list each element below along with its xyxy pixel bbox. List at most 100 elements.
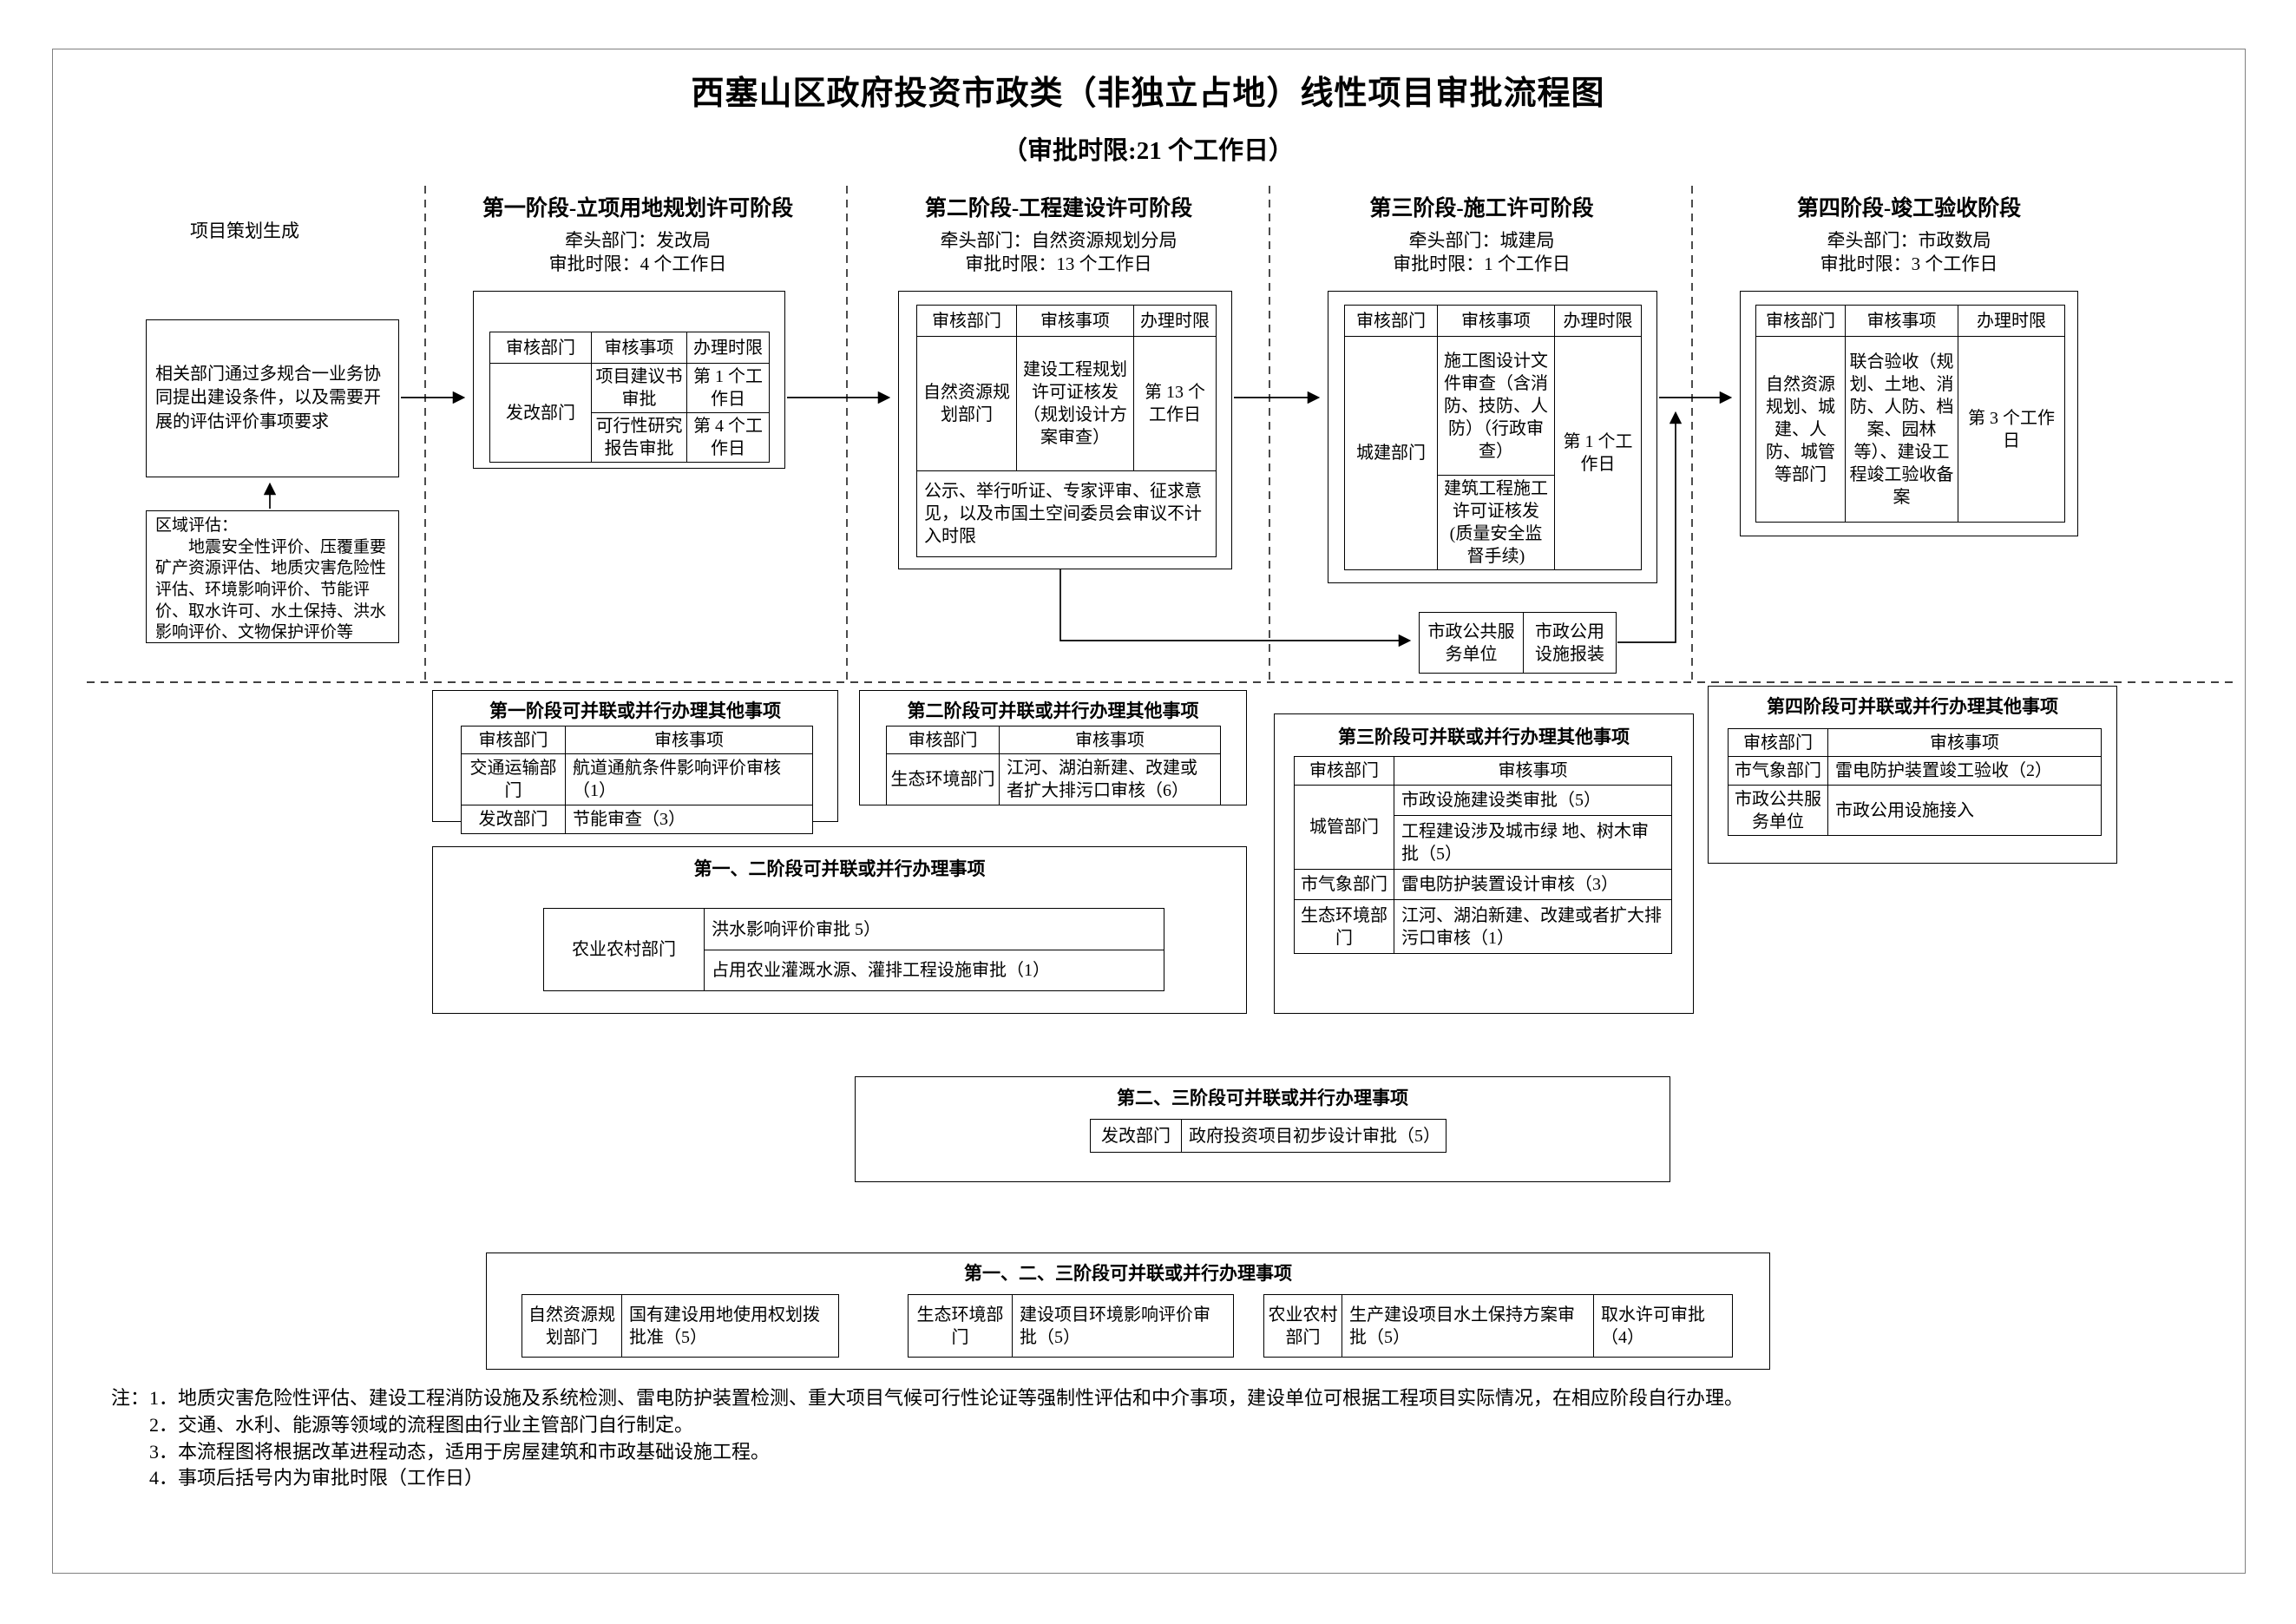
stage2-cell-item: 建设工程规划许可证核发（规划设计方案审查）	[1016, 336, 1134, 471]
p12-cell-item-2: 占用农业灌溉水源、灌排工程设施审批（1）	[704, 950, 1164, 991]
stage4-box: 审核部门 审核事项 办理时限 自然资源规划、城建、人防、城管等部门 联合验收（规…	[1740, 291, 2078, 536]
stage1-header: 第一阶段-立项用地规划许可阶段 牵头部门：发改局 审批时限：4 个工作日	[430, 196, 846, 276]
p12-cell-item-1: 洪水影响评价审批 5）	[704, 908, 1164, 950]
municipal-service-table: 市政公共服务单位 市政公用设施报装	[1419, 612, 1617, 674]
notes-section: 注： 1．地质灾害危险性评估、建设工程消防设施及系统检测、雷电防护装置检测、重大…	[111, 1385, 2168, 1492]
p4-cell-dept-1: 市气象部门	[1728, 756, 1828, 786]
p4-th-item: 审核事项	[1827, 728, 2102, 757]
stage3-box: 审核部门 审核事项 办理时限 城建部门 施工图设计文件审查（含消防、技防、人防）…	[1328, 291, 1657, 583]
municipal-service-box: 市政公共服务单位 市政公用设施报装	[1419, 612, 1617, 674]
stage2-time-limit: 审批时限：13 个工作日	[965, 253, 1152, 274]
p123-cell-dept-2: 生态环境部门	[908, 1294, 1013, 1358]
stage1-title: 第一阶段-立项用地规划许可阶段	[482, 197, 794, 220]
parallel-stage2-title: 第二阶段可并联或并行办理其他事项	[907, 700, 1199, 721]
page-border	[52, 49, 2246, 1574]
p123-cell-item-3a: 生产建设项目水土保持方案审批（5）	[1342, 1294, 1594, 1358]
p1-th-dept: 审核部门	[461, 726, 566, 754]
p123-cell-dept-3: 农业农村部门	[1263, 1294, 1342, 1358]
planning-proposal-text: 相关部门通过多规合一业务协同提出建设条件，以及需要开展的评估评价事项要求	[155, 364, 381, 431]
p2-cell-dept-1: 生态环境部门	[886, 753, 1000, 805]
regional-evaluation-text: 区域评估： 地震安全性评价、压覆重要矿产资源评估、地质灾害危险性评估、环境影响评…	[155, 516, 387, 642]
municipal-service-unit: 市政公共服务单位	[1419, 612, 1524, 674]
p23-cell-item: 政府投资项目初步设计审批（5）	[1181, 1119, 1446, 1153]
arrow-stage2-to-service-box	[1059, 569, 1412, 648]
parallel-stage12-box: 第一、二阶段可并联或并行办理事项 农业农村部门 洪水影响评价审批 5） 占用农业…	[432, 846, 1247, 1014]
stage2-header: 第二阶段-工程建设许可阶段 牵头部门：自然资源规划分局 审批时限：13 个工作日	[855, 196, 1263, 276]
stage3-time-limit: 审批时限：1 个工作日	[1393, 253, 1571, 274]
stage1-cell-dept: 发改部门	[489, 363, 592, 463]
p1-cell-dept-2: 发改部门	[461, 805, 566, 834]
stage3-cell-time: 第 1 个工作日	[1554, 336, 1642, 570]
p2-cell-item-1: 江河、湖泊新建、改建或者扩大排污口审核（6）	[999, 753, 1221, 805]
parallel-stage23-table: 发改部门 政府投资项目初步设计审批（5）	[1090, 1119, 1446, 1153]
stage4-cell-item: 联合验收（规划、土地、消防、人防、档案、园林等）、建设工程竣工验收备案	[1845, 336, 1958, 523]
p3-cell-dept-chengguan: 城管部门	[1294, 785, 1394, 870]
p3-th-item: 审核事项	[1394, 756, 1672, 786]
stage3-header: 第三阶段-施工许可阶段 牵头部门：城建局 审批时限：1 个工作日	[1276, 196, 1688, 276]
parallel-stage23-box: 第二、三阶段可并联或并行办理事项 发改部门 政府投资项目初步设计审批（5）	[855, 1076, 1670, 1182]
p123-table-3: 农业农村部门 生产建设项目水土保持方案审批（5） 取水许可审批（4）	[1263, 1294, 1733, 1358]
p1-cell-item-2: 节能审查（3）	[565, 805, 813, 834]
arrow-service-box-to-flow	[1617, 411, 1683, 643]
p4-cell-item-2: 市政公用设施接入	[1827, 785, 2102, 836]
stage1-th-time: 办理时限	[686, 332, 770, 364]
stage3-cell-item-2: 建筑工程施工许可证核发(质量安全监督手续)	[1437, 475, 1555, 570]
p1-cell-dept-1: 交通运输部门	[461, 753, 566, 805]
stage4-header: 第四阶段-竣工验收阶段 牵头部门：市政数局 审批时限：3 个工作日	[1701, 196, 2117, 276]
p3-cell-dept-shengtai: 生态环境部门	[1294, 899, 1394, 954]
stage2-th-dept: 审核部门	[916, 305, 1017, 337]
stage4-th-time: 办理时限	[1958, 305, 2065, 337]
stage3-th-item: 审核事项	[1437, 305, 1555, 337]
parallel-stage12-table: 农业农村部门 洪水影响评价审批 5） 占用农业灌溉水源、灌排工程设施审批（1）	[543, 908, 1164, 991]
note-2: 2．交通、水利、能源等领域的流程图由行业主管部门自行制定。	[149, 1413, 694, 1436]
stage4-th-dept: 审核部门	[1755, 305, 1846, 337]
stage3-lead-dept: 牵头部门：城建局	[1408, 230, 1555, 251]
municipal-service-item: 市政公用设施报装	[1523, 612, 1617, 674]
p1-th-item: 审核事项	[565, 726, 813, 754]
parallel-stage1-box: 第一阶段可并联或并行办理其他事项 审核部门 审核事项 交通运输部门 航道通航条件…	[432, 690, 838, 834]
note-3: 3．本流程图将根据改革进程动态，适用于房屋建筑和市政基础设施工程。	[149, 1440, 771, 1463]
stage4-title: 第四阶段-竣工验收阶段	[1796, 197, 2022, 220]
p3-cell-dept-qixiang: 市气象部门	[1294, 869, 1394, 900]
p123-cell-dept-1: 自然资源规划部门	[522, 1294, 622, 1358]
p123-cell-item-2: 建设项目环境影响评价审批（5）	[1012, 1294, 1234, 1358]
p4-cell-dept-2: 市政公共服务单位	[1728, 785, 1828, 836]
parallel-stage4-title: 第四阶段可并联或并行办理其他事项	[1767, 696, 2058, 717]
p12-cell-dept: 农业农村部门	[543, 908, 705, 991]
p123-cell-item-1: 国有建设用地使用权划拨批准（5）	[621, 1294, 839, 1358]
parallel-stage3-table: 审核部门 审核事项 城管部门 市政设施建设类审批（5） 工程建设涉及城市绿 地、…	[1294, 756, 1672, 954]
stage4-cell-time: 第 3 个工作日	[1958, 336, 2065, 523]
stage4-cell-dept: 自然资源规划、城建、人防、城管等部门	[1755, 336, 1846, 523]
p123-cell-item-3b: 取水许可审批（4）	[1593, 1294, 1733, 1358]
p3-cell-item-3: 雷电防护装置设计审核（3）	[1394, 869, 1672, 900]
parallel-stage23-title: 第二、三阶段可并联或并行办理事项	[1117, 1088, 1408, 1108]
parallel-stage4-box: 第四阶段可并联或并行办理其他事项 审核部门 审核事项 市气象部门 雷电防护装置竣…	[1708, 686, 2117, 864]
p4-th-dept: 审核部门	[1728, 728, 1828, 757]
stage3-th-dept: 审核部门	[1344, 305, 1438, 337]
page-title: 西塞山区政府投资市政类（非独立占地）线性项目审批流程图	[691, 76, 1605, 112]
stage2-note: 公示、举行听证、专家评审、征求意见，以及市国土空间委员会审议不计入时限	[916, 470, 1217, 557]
p123-table-2: 生态环境部门 建设项目环境影响评价审批（5）	[908, 1294, 1234, 1358]
stage3-cell-item-1: 施工图设计文件审查（含消防、技防、人防）（行政审查）	[1437, 336, 1555, 476]
stage2-table: 审核部门 审核事项 办理时限 自然资源规划部门 建设工程规划许可证核发（规划设计…	[916, 305, 1217, 557]
p2-th-dept: 审核部门	[886, 726, 1000, 754]
planning-proposal-box: 相关部门通过多规合一业务协同提出建设条件，以及需要开展的评估评价事项要求	[146, 319, 399, 477]
stage4-lead-dept: 牵头部门：市政数局	[1827, 230, 1991, 251]
stage1-th-item: 审核事项	[591, 332, 687, 364]
page-subtitle: （审批时限:21 个工作日）	[1002, 137, 1294, 165]
p4-cell-item-1: 雷电防护装置竣工验收（2）	[1827, 756, 2102, 786]
parallel-stage3-title: 第三阶段可并联或并行办理其他事项	[1338, 727, 1630, 747]
parallel-stage123-title: 第一、二、三阶段可并联或并行办理事项	[964, 1263, 1292, 1284]
stage2-th-time: 办理时限	[1133, 305, 1217, 337]
parallel-stage2-box: 第二阶段可并联或并行办理其他事项 审核部门 审核事项 生态环境部门 江河、湖泊新…	[859, 690, 1247, 805]
stage2-lead-dept: 牵头部门：自然资源规划分局	[940, 230, 1178, 251]
p23-cell-dept: 发改部门	[1090, 1119, 1182, 1153]
p3-cell-item-4: 江河、湖泊新建、改建或者扩大排污口审核（1）	[1394, 899, 1672, 954]
stage2-cell-dept: 自然资源规划部门	[916, 336, 1017, 471]
stage1-time-limit: 审批时限：4 个工作日	[548, 253, 727, 274]
stage2-title: 第二阶段-工程建设许可阶段	[924, 197, 1193, 220]
stage4-table: 审核部门 审核事项 办理时限 自然资源规划、城建、人防、城管等部门 联合验收（规…	[1755, 305, 2065, 523]
stage1-box: 审核部门 审核事项 办理时限 发改部门 项目建议书审批 第 1 个工作日 可行性…	[473, 291, 785, 469]
